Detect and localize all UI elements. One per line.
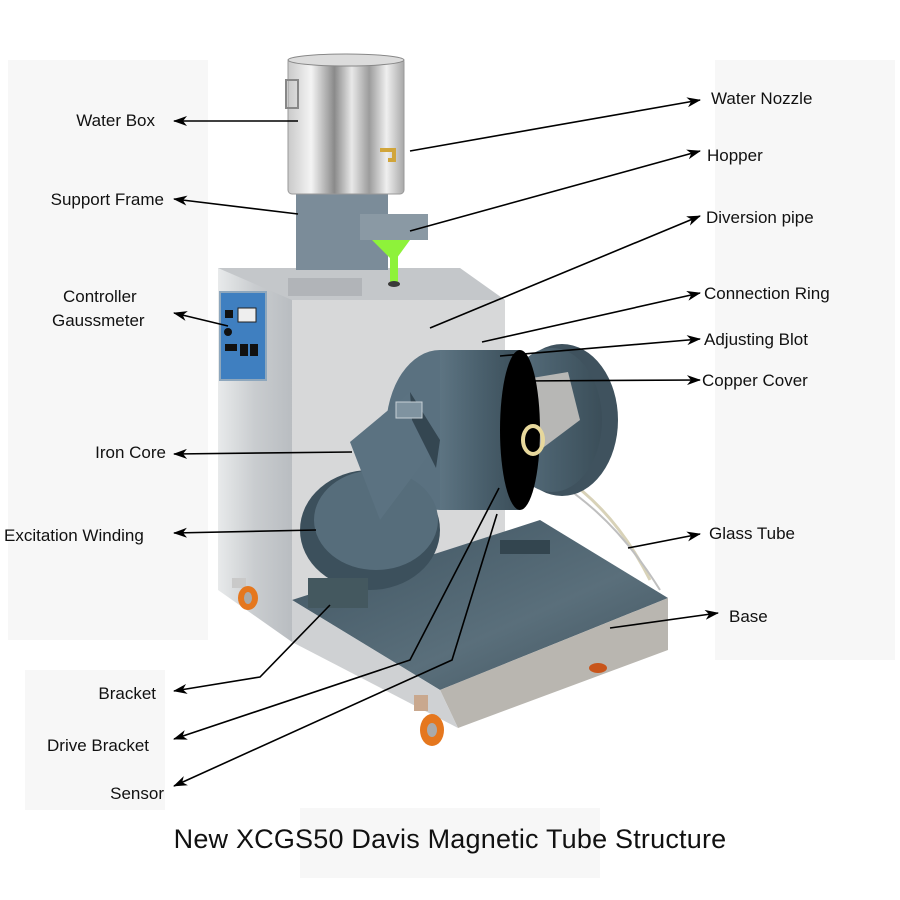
- right-label-panel: [715, 60, 895, 660]
- label-gaussmeter: Gaussmeter: [52, 311, 145, 330]
- label-base: Base: [729, 607, 768, 626]
- diagram-title: New XCGS50 Davis Magnetic Tube Structure: [173, 824, 727, 854]
- label-excitation-winding: Excitation Winding: [4, 526, 144, 545]
- wheels: [232, 578, 607, 746]
- label-copper-cover: Copper Cover: [702, 371, 808, 390]
- label-drive-bracket: Drive Bracket: [47, 736, 150, 755]
- water-box-assembly: [285, 53, 428, 287]
- pointer-lines: [173, 97, 719, 787]
- label-support-frame: Support Frame: [50, 190, 164, 209]
- left-label-panel: [8, 60, 208, 640]
- label-iron-core: Iron Core: [95, 443, 166, 462]
- label-glass-tube: Glass Tube: [709, 524, 795, 543]
- label-controller: Controller: [63, 287, 137, 306]
- label-adjusting-blot: Adjusting Blot: [704, 330, 808, 349]
- magnet-coils: [300, 344, 618, 608]
- label-water-box: Water Box: [76, 111, 155, 130]
- label-bracket: Bracket: [98, 684, 156, 703]
- label-diversion-pipe: Diversion pipe: [706, 208, 814, 227]
- bottom-left-panel: [25, 670, 165, 810]
- label-sensor: Sensor: [110, 784, 164, 803]
- label-water-nozzle: Water Nozzle: [711, 89, 813, 108]
- title-panel: [300, 808, 600, 878]
- control-panel: [219, 291, 267, 381]
- label-hopper: Hopper: [707, 146, 763, 165]
- label-connection-ring: Connection Ring: [704, 284, 830, 303]
